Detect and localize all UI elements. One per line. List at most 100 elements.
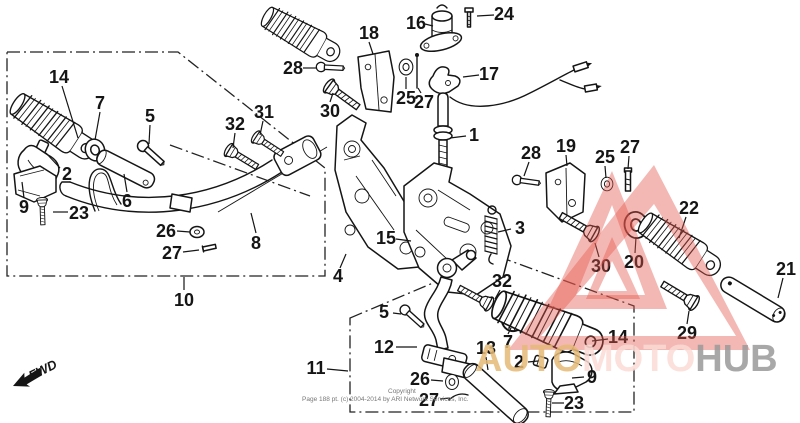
part-number-label: 23 <box>69 203 89 223</box>
switch-wire <box>449 61 602 107</box>
leader-line <box>21 181 25 199</box>
leader-line <box>250 212 257 234</box>
leader-line <box>627 155 630 170</box>
joint-pin-28-right <box>511 174 542 189</box>
rubber-stop-2-lower <box>532 354 549 369</box>
leader-line <box>392 312 402 315</box>
part-number-label: 13 <box>476 338 496 358</box>
fwd-arrow: FWD <box>13 356 60 387</box>
leader-line <box>123 173 128 193</box>
part-number-label: 22 <box>679 198 699 218</box>
part-number-label: 3 <box>515 218 525 238</box>
leader-line <box>326 368 349 372</box>
part-number-label: 14 <box>608 327 628 347</box>
footrest-stay-bar-8 <box>59 135 322 213</box>
part-number-label: 27 <box>419 390 439 410</box>
part-number-label: 30 <box>591 256 611 276</box>
leader-line <box>182 249 200 253</box>
part-number-label: 27 <box>414 92 434 112</box>
part-number-label: 14 <box>49 67 69 87</box>
leader-line <box>395 238 412 242</box>
leader-line <box>523 161 530 177</box>
part-number-label: 27 <box>162 243 182 263</box>
leader-line <box>61 85 79 139</box>
part-number-label: 30 <box>320 101 340 121</box>
copyright-note: Copyright Page 188 pt. (c) 2004-2014 by … <box>302 388 502 404</box>
clamp-17 <box>428 66 461 95</box>
part-number-label: 5 <box>145 106 155 126</box>
copyright-line2: Page 188 pt. (c) 2004-2014 by ARI Networ… <box>302 396 469 403</box>
part-number-label: 2 <box>514 352 524 372</box>
joint-pin-5-upper <box>134 137 169 170</box>
part-number-label: 29 <box>677 323 697 343</box>
part-number-label: 6 <box>122 191 132 211</box>
leader-line <box>494 289 501 300</box>
part-number-label: 17 <box>479 64 499 84</box>
leader-line <box>148 124 151 145</box>
part-number-label: 15 <box>376 228 396 248</box>
leader-line <box>527 360 539 363</box>
joint-pin-5-lower <box>397 302 428 332</box>
leader-line <box>232 132 236 149</box>
part-number-label: 28 <box>521 143 541 163</box>
stoplight-switch-16 <box>419 4 463 53</box>
pin-27-lower <box>448 393 469 401</box>
part-number-label: 27 <box>620 137 640 157</box>
leader-line <box>439 397 451 400</box>
bolt-32-upper <box>221 141 262 174</box>
leader-line <box>634 236 637 254</box>
spring-3 <box>484 205 498 265</box>
leader-line <box>259 120 264 136</box>
part-number-label: 21 <box>776 259 796 279</box>
pedal-rod-13 <box>462 362 529 423</box>
part-number-label: 9 <box>19 197 29 217</box>
part-number-label: 25 <box>396 88 416 108</box>
part-number-label: 26 <box>410 369 430 389</box>
watermark-brand-text: AUTOMOTOHUB <box>475 340 778 378</box>
part-number-label: 19 <box>556 136 576 156</box>
leader-line <box>417 87 422 94</box>
footrest-bracket-15 <box>403 162 512 296</box>
part-number-label: 12 <box>374 337 394 357</box>
leader-line <box>449 135 467 139</box>
leader-line <box>476 14 495 17</box>
part-number-label: 7 <box>95 93 105 113</box>
part-number-label: 32 <box>225 114 245 134</box>
part-number-label: 20 <box>624 252 644 272</box>
leader-line <box>604 165 607 179</box>
step-plate-9-lower <box>551 351 593 395</box>
watermark-triangle-logo <box>508 165 750 350</box>
part-number-label: 1 <box>469 125 479 145</box>
pin-27-upper <box>201 243 217 253</box>
leader-line <box>594 242 600 258</box>
part-number-label: 9 <box>587 367 597 387</box>
watermark-text-moto: MOTO <box>581 338 696 380</box>
part-number-label: 10 <box>174 290 194 310</box>
bolt-23-upper <box>35 196 49 226</box>
leader-line <box>565 154 568 167</box>
joint-pin-28-left <box>315 61 346 74</box>
part-number-label: 7 <box>503 332 513 352</box>
leader-line <box>94 111 101 141</box>
copyright-line1: Copyright <box>388 388 416 395</box>
leader-line <box>462 74 480 78</box>
part-number-label: 4 <box>333 266 343 286</box>
leader-line <box>430 379 444 382</box>
footrest-bar-6 <box>96 149 156 189</box>
leader-line <box>686 310 690 325</box>
nut-26-upper <box>189 225 205 239</box>
bracket-18 <box>357 50 395 113</box>
screw-24 <box>464 7 474 28</box>
leader-line <box>678 216 687 239</box>
part-number-label: 23 <box>564 393 584 413</box>
part-number-label: 16 <box>406 13 426 33</box>
part-number-label: 32 <box>492 271 512 291</box>
part-number-label: 8 <box>251 233 261 253</box>
part-number-label: 5 <box>379 302 389 322</box>
footrest-rod-21 <box>720 276 786 323</box>
part-number-label: 26 <box>156 221 176 241</box>
part-number-label: 2 <box>62 164 72 184</box>
leader-line <box>424 23 434 27</box>
